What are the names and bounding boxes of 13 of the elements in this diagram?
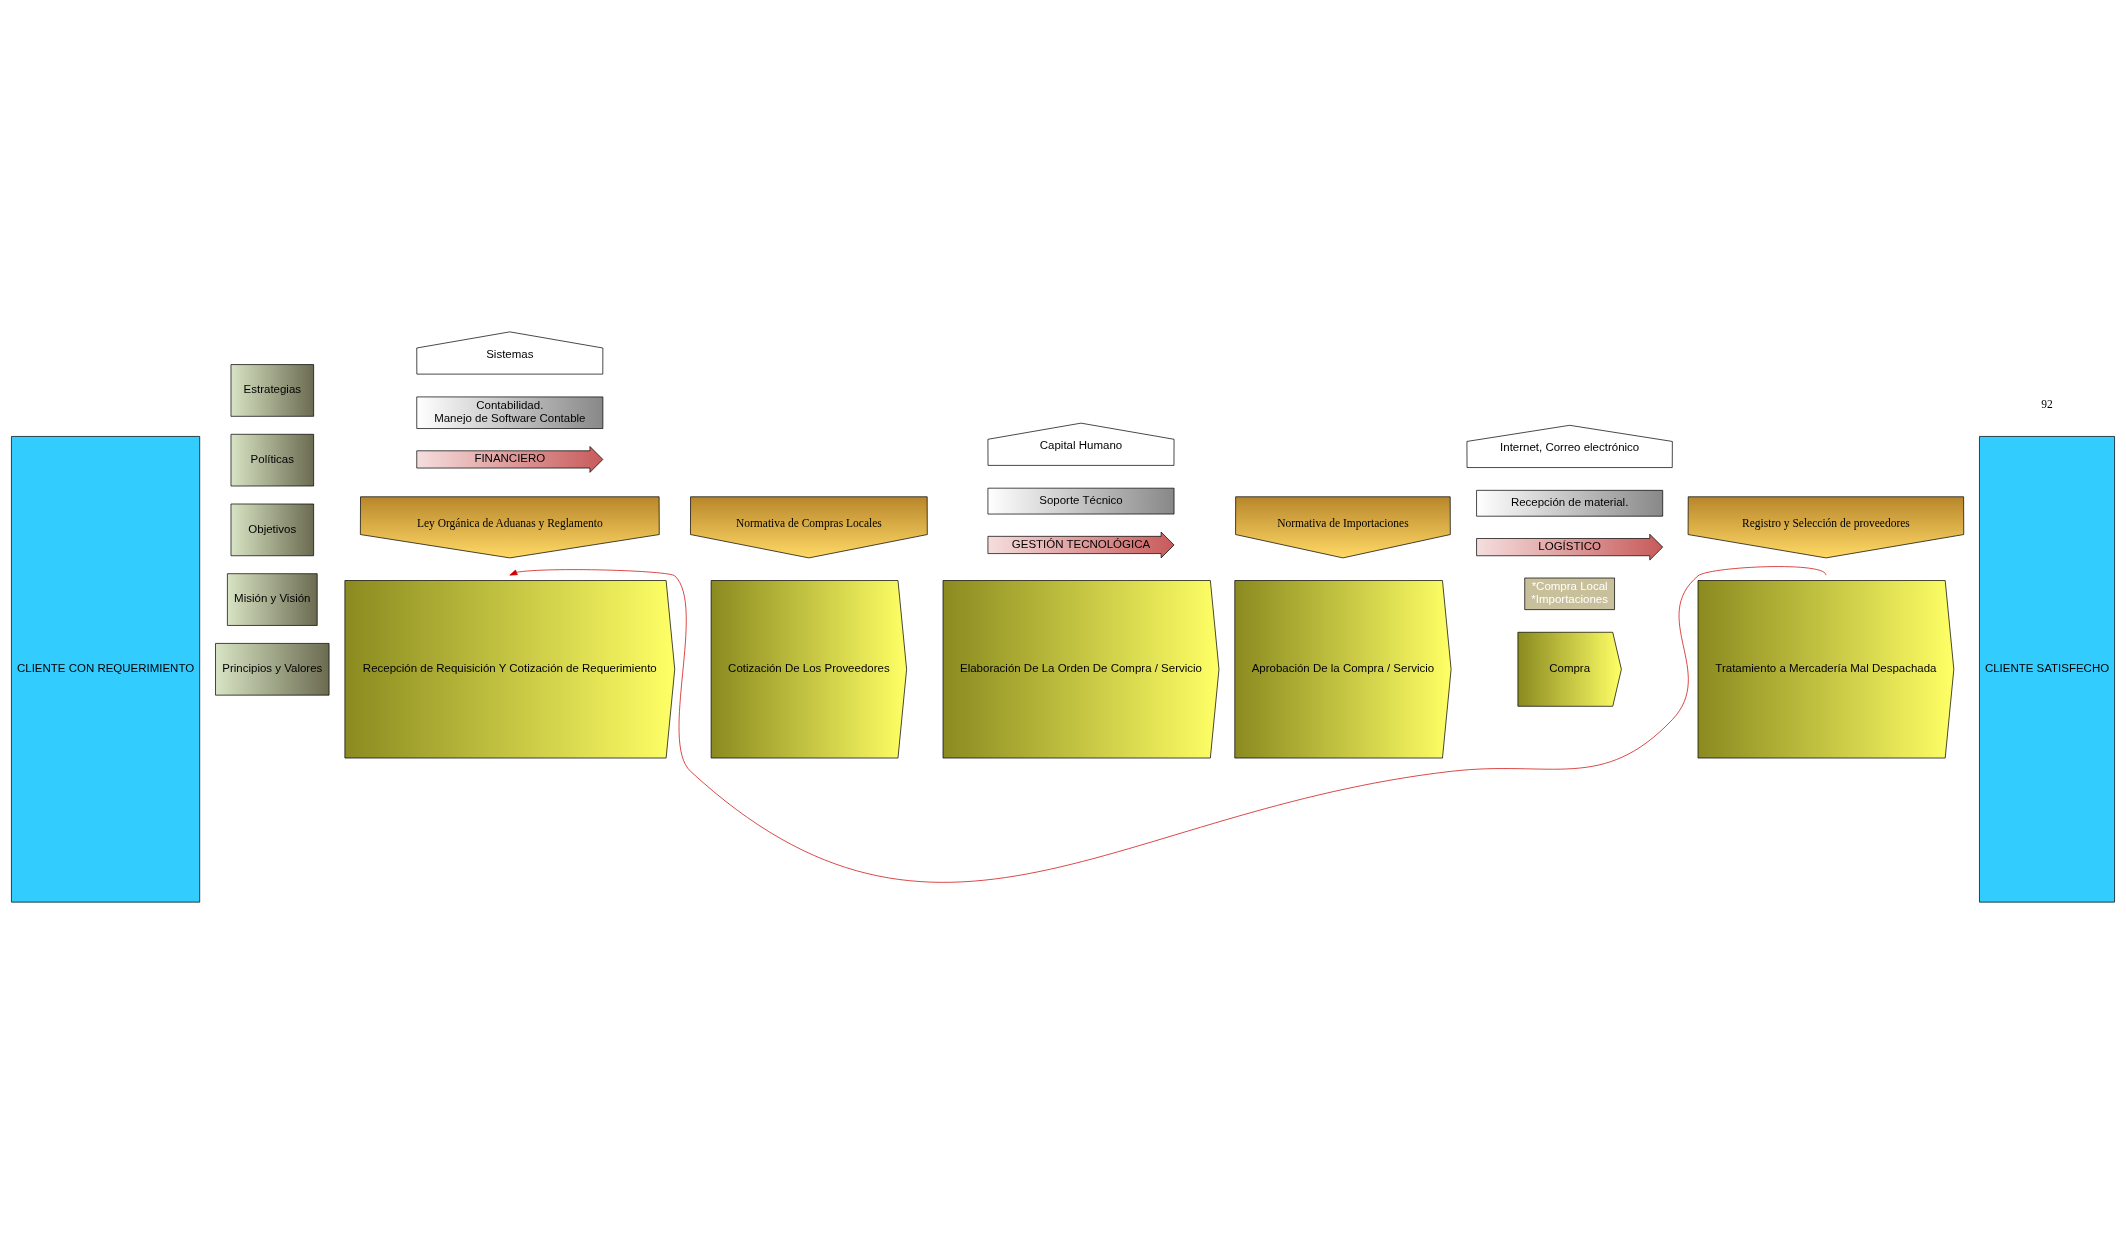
node-box: Misión y Visión: [227, 572, 318, 626]
node-box: *Compra Local *Importaciones: [1524, 577, 1615, 610]
node-box: Objetivos: [230, 503, 314, 556]
node-box: Políticas: [230, 433, 314, 486]
label: 92: [2041, 397, 2053, 410]
node-box: CLIENTE SATISFECHO: [1979, 435, 2115, 902]
node-box: Soporte Técnico: [987, 487, 1175, 514]
node-box: Principios y Valores: [215, 642, 330, 695]
node-box: CLIENTE CON REQUERIMIENTO: [11, 435, 201, 902]
arrow: [509, 565, 1827, 882]
node-box: Estrategias: [230, 363, 314, 417]
node-box: Contabilidad. Manejo de Software Contable: [416, 396, 604, 429]
node-box: Recepción de material.: [1476, 489, 1664, 517]
